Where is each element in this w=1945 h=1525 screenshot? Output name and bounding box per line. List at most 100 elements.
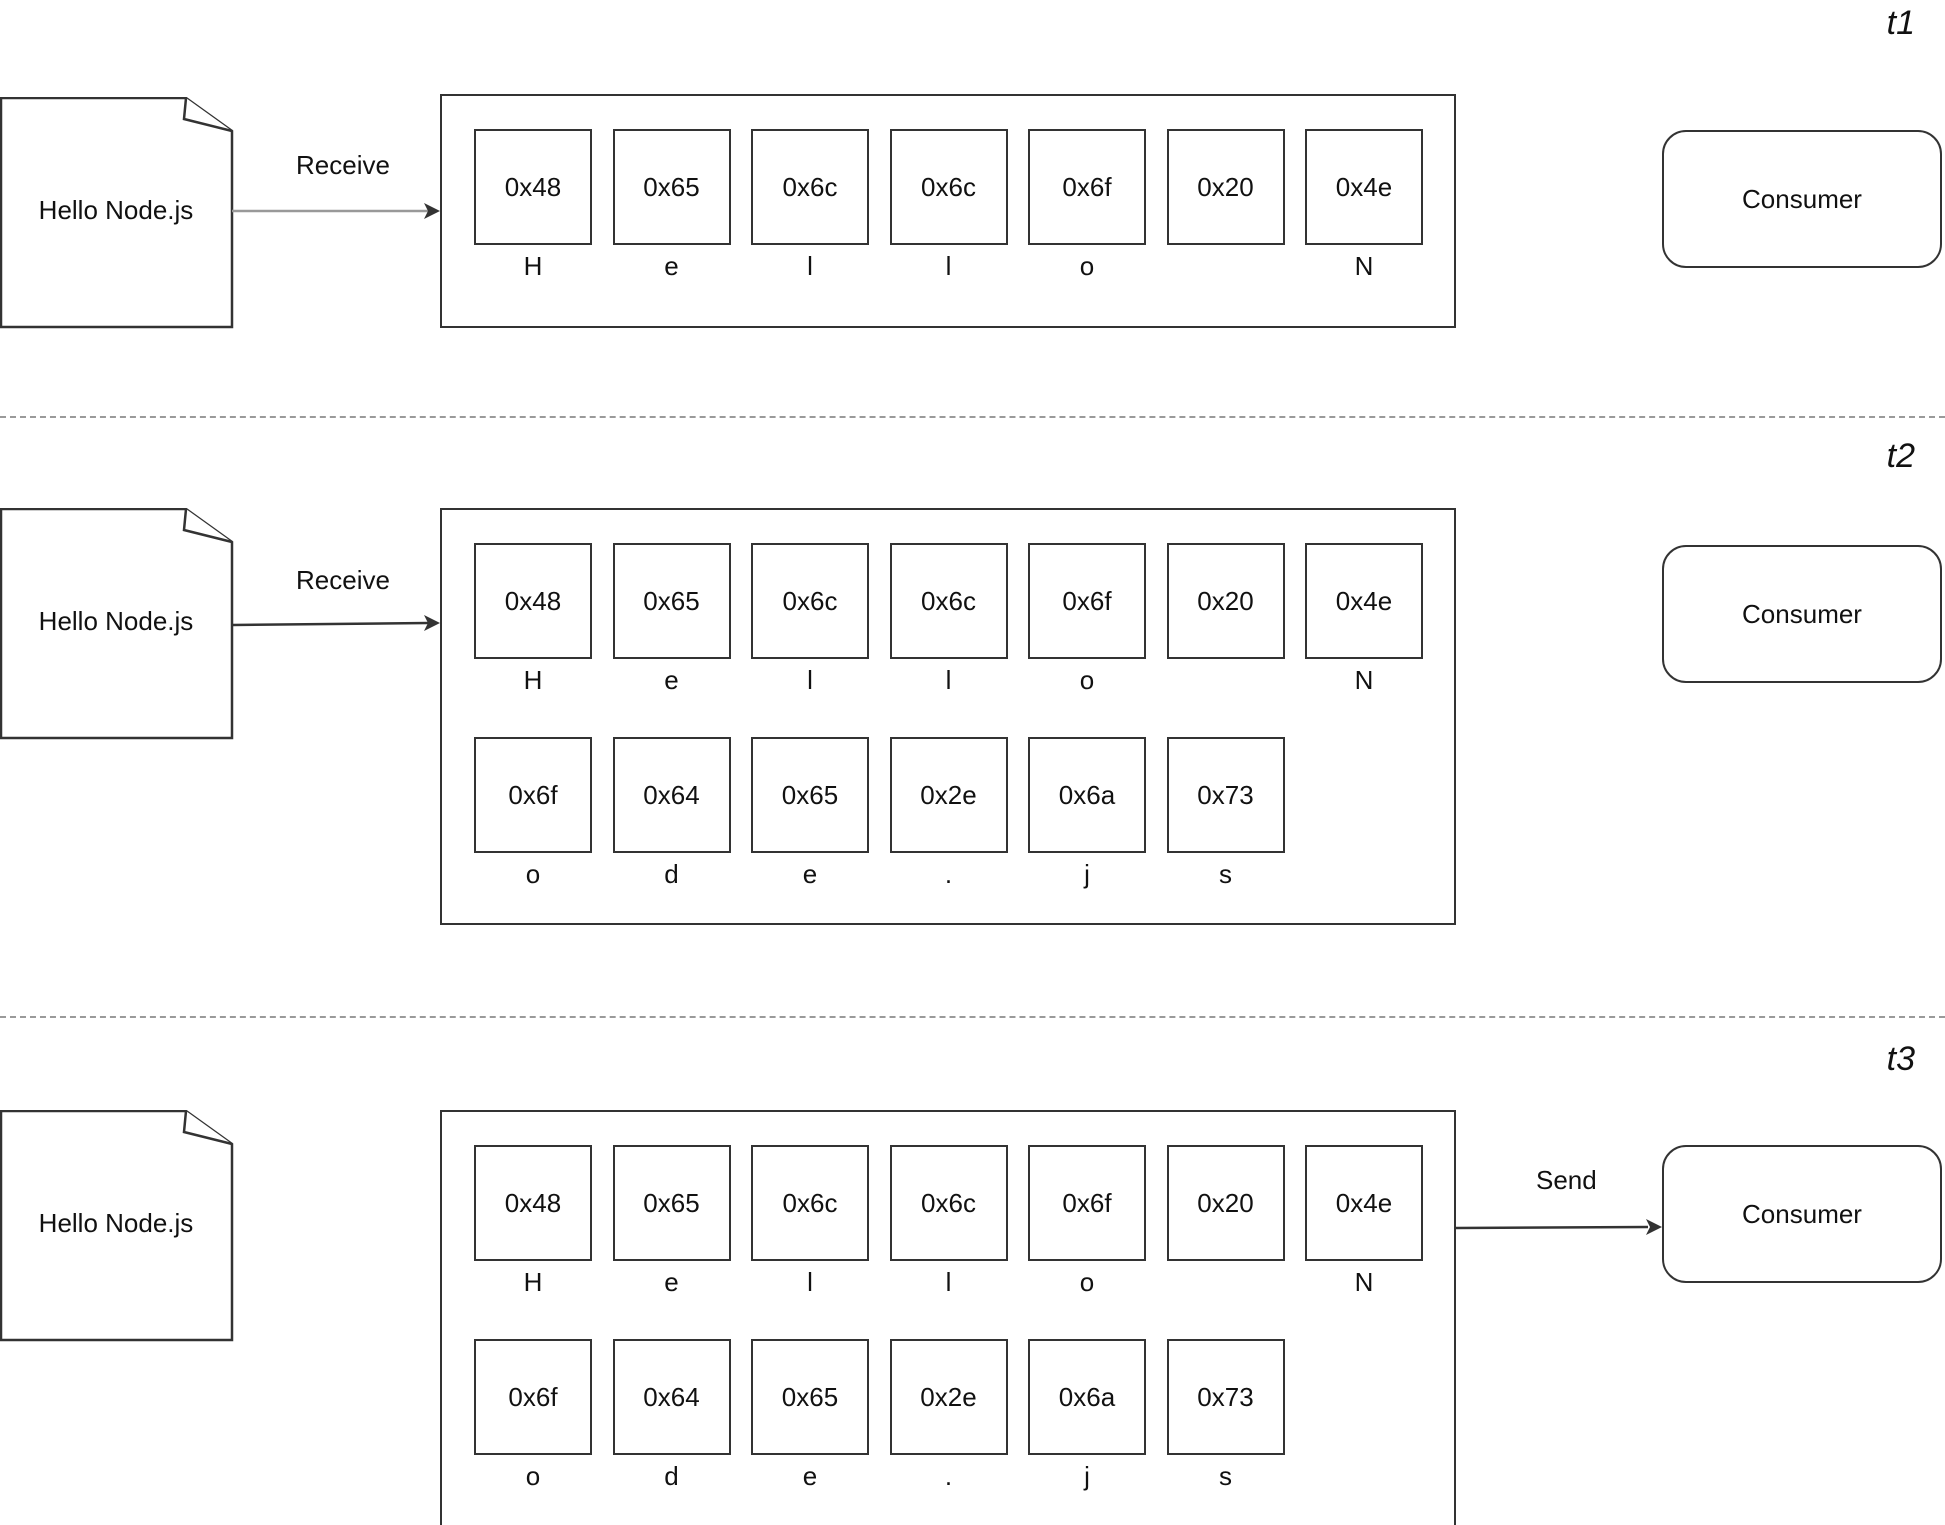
consumer-node: Consumer [1662, 130, 1942, 268]
document-node: Hello Node.js [0, 508, 234, 740]
byte-hex: 0x6a [1028, 1339, 1146, 1455]
byte-char: N [1354, 251, 1374, 281]
byte-hex: 0x6f [1028, 1145, 1146, 1261]
byte-hex: 0x6c [751, 543, 869, 659]
byte-cell: 0x20 [1166, 129, 1285, 281]
byte-cell: 0x6f o [1028, 1145, 1146, 1297]
byte-hex: 0x2e [889, 1339, 1008, 1455]
byte-hex: 0x20 [1166, 129, 1285, 245]
byte-char: j [1084, 1461, 1090, 1491]
byte-cell: 0x20 [1166, 1145, 1285, 1297]
byte-hex: 0x65 [612, 543, 731, 659]
byte-hex: 0x6c [751, 1145, 869, 1261]
byte-hex: 0x73 [1166, 737, 1285, 853]
byte-char: e [664, 251, 679, 281]
byte-hex: 0x6c [889, 129, 1008, 245]
byte-hex: 0x4e [1305, 1145, 1423, 1261]
byte-char [1167, 665, 1285, 695]
byte-char: d [664, 859, 679, 889]
receive-arrow [232, 203, 440, 219]
byte-hex: 0x6f [1028, 129, 1146, 245]
byte-char: H [523, 1267, 543, 1297]
byte-hex: 0x4e [1305, 543, 1423, 659]
byte-hex: 0x65 [612, 1145, 731, 1261]
consumer-node: Consumer [1662, 545, 1942, 683]
byte-char: o [1079, 251, 1095, 281]
byte-char: l [945, 665, 952, 695]
receive-label: Receive [296, 150, 390, 180]
byte-hex: 0x48 [474, 543, 592, 659]
byte-cell: 0x6a j [1028, 1339, 1146, 1491]
receive-label: Receive [296, 565, 390, 595]
byte-char: j [1084, 859, 1090, 889]
document-label: Hello Node.js [38, 195, 194, 225]
byte-char: e [802, 1461, 818, 1491]
byte-char: l [945, 251, 952, 281]
send-label: Send [1536, 1165, 1597, 1195]
byte-char: l [807, 665, 813, 695]
byte-cell: 0x65 e [751, 1339, 869, 1491]
byte-hex: 0x73 [1166, 1339, 1285, 1455]
byte-cell: 0x6a j [1028, 737, 1146, 889]
byte-char: o [525, 859, 541, 889]
byte-char: o [1079, 1267, 1095, 1297]
document-node: Hello Node.js [0, 97, 234, 329]
byte-hex: 0x6f [474, 737, 592, 853]
byte-cell: 0x2e. [889, 1339, 1008, 1491]
byte-cell: 0x6c l [751, 543, 869, 695]
byte-hex: 0x2e [889, 737, 1008, 853]
document-label: Hello Node.js [38, 606, 194, 636]
byte-hex: 0x20 [1166, 1145, 1285, 1261]
byte-hex: 0x65 [751, 1339, 869, 1455]
time-label: t3 [1886, 1040, 1915, 1078]
byte-hex: 0x48 [474, 1145, 592, 1261]
byte-char: N [1354, 1267, 1374, 1297]
send-arrow [1456, 1219, 1662, 1235]
byte-char: . [944, 1461, 953, 1491]
document-icon [0, 508, 234, 740]
byte-char: l [807, 1267, 813, 1297]
byte-cell: 0x64 d [612, 1339, 731, 1491]
byte-char: l [807, 251, 813, 281]
byte-char: l [945, 1267, 952, 1297]
byte-cell: 0x6f o [474, 737, 592, 889]
consumer-node: Consumer [1662, 1145, 1942, 1283]
time-label: t2 [1886, 437, 1915, 475]
byte-hex: 0x64 [612, 1339, 731, 1455]
receive-arrow [232, 615, 440, 631]
byte-hex: 0x4e [1305, 129, 1423, 245]
byte-cell: 0x6c l [889, 129, 1008, 281]
document-icon [0, 97, 234, 329]
byte-cell: 0x20 [1166, 543, 1285, 695]
byte-cell: 0x6f o [1028, 129, 1146, 281]
time-label: t1 [1886, 4, 1915, 42]
byte-hex: 0x6a [1028, 737, 1146, 853]
byte-char: d [664, 1461, 679, 1491]
